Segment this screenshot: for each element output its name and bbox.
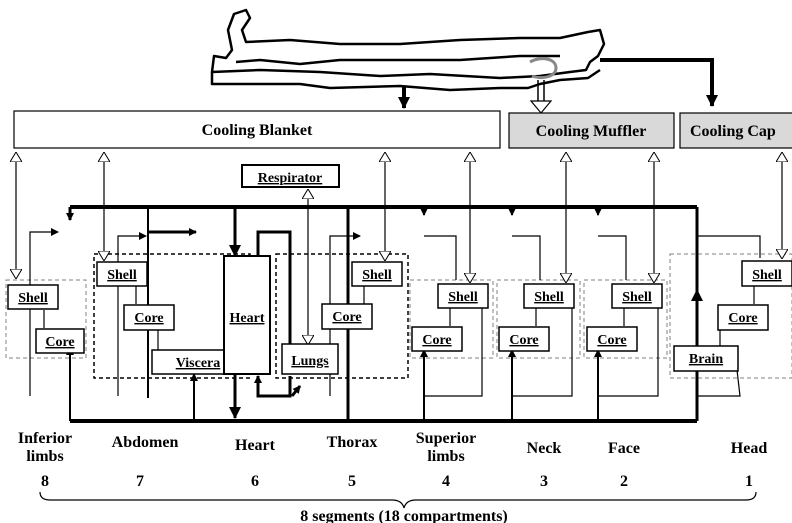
segment-3-label: Neck — [527, 440, 562, 457]
segment-1-label: Head — [731, 440, 768, 457]
segment-6-number: 6 — [251, 473, 259, 490]
core-label-abdomen: Core — [134, 311, 163, 326]
cooling-muffler-box: Cooling Muffler — [509, 113, 674, 148]
core-label-head: Core — [728, 311, 757, 326]
cooling-cap-box: Cooling Cap — [680, 113, 792, 148]
segment-5-label: Thorax — [327, 434, 378, 451]
summary-label: 8 segments (18 compartments) — [300, 508, 508, 523]
core-label-face: Core — [597, 333, 626, 348]
segment-2-number: 2 — [620, 473, 628, 490]
segment-7-number: 7 — [136, 473, 144, 490]
segment-labels: Inferior limbs 8 Abdomen 7 Heart 6 Thora… — [18, 430, 767, 490]
segment-8-label-line2: limbs — [26, 448, 63, 465]
shell-label-abdomen: Shell — [107, 268, 137, 283]
segment-1-number: 1 — [745, 473, 753, 490]
segment-3-number: 3 — [540, 473, 548, 490]
respirator-box: Respirator — [242, 165, 339, 187]
shell-label-superior-limbs: Shell — [448, 290, 478, 305]
segment-4-label-line2: limbs — [427, 448, 464, 465]
cooling-cap-label: Cooling Cap — [690, 123, 776, 140]
patient-illustration — [212, 10, 604, 90]
segments-brace — [40, 492, 756, 508]
lungs-label: Lungs — [291, 354, 329, 369]
cooling-blanket-label: Cooling Blanket — [202, 122, 313, 139]
segment-4-label-line1: Superior — [416, 430, 476, 447]
cooling-blanket-box: Cooling Blanket — [14, 111, 500, 148]
core-label-superior-limbs: Core — [422, 333, 451, 348]
brain-label: Brain — [689, 352, 723, 367]
heart-compartment-label: Heart — [230, 311, 265, 326]
shell-label-face: Shell — [622, 290, 652, 305]
shell-label-thorax: Shell — [362, 268, 392, 283]
shell-label-neck: Shell — [534, 290, 564, 305]
device-connectors — [404, 60, 712, 113]
respirator-label: Respirator — [258, 171, 323, 186]
core-label-inferior-limbs: Core — [45, 335, 74, 350]
core-label-thorax: Core — [332, 310, 361, 325]
viscera-label: Viscera — [176, 356, 221, 371]
segment-5-number: 5 — [348, 473, 356, 490]
shell-label-head: Shell — [752, 268, 782, 283]
core-label-neck: Core — [509, 333, 538, 348]
segment-8-label-line1: Inferior — [18, 430, 72, 447]
segment-6-label: Heart — [235, 437, 276, 454]
segment-7-label: Abdomen — [112, 434, 179, 451]
cooling-muffler-label: Cooling Muffler — [536, 123, 647, 140]
segment-2-label: Face — [608, 440, 640, 457]
shell-label-inferior-limbs: Shell — [18, 291, 48, 306]
segment-4-number: 4 — [442, 473, 450, 490]
segment-8-number: 8 — [41, 473, 49, 490]
